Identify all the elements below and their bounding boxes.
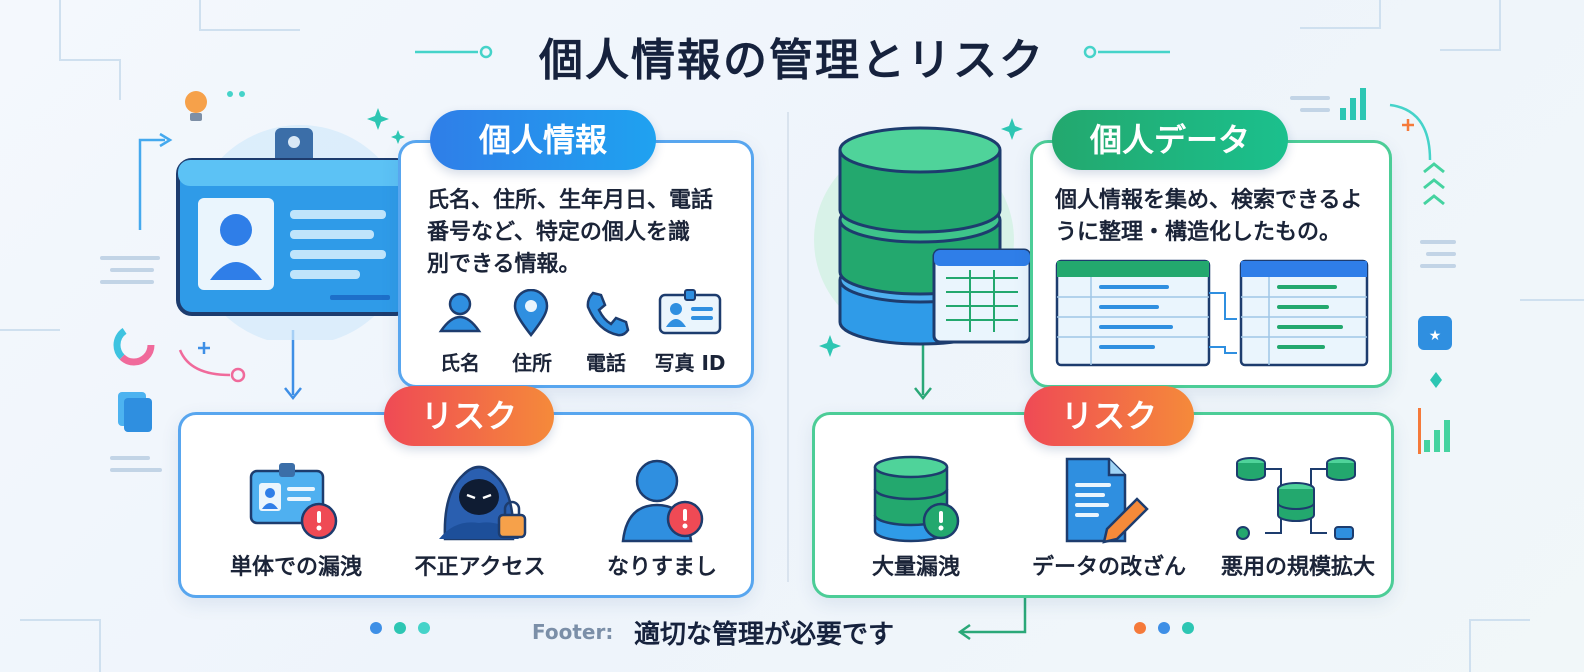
database-icon <box>814 126 1032 346</box>
right-risk-pill: リスク <box>1024 386 1194 446</box>
hacker-lock-icon <box>439 465 527 541</box>
risk-label-abuse-scale: 悪用の規模拡大 <box>1220 555 1375 580</box>
risk-label-single-leak: 単体での漏洩 <box>229 555 362 580</box>
personal-info-description: 氏名、住所、生年月日、電話 番号など、特定の個人を識 別できる情報。 <box>427 185 747 281</box>
personal-info-pill: 個人情報 <box>430 110 656 170</box>
personal-data-pill: 個人データ <box>1052 110 1288 170</box>
risk-label-mass-leak: 大量漏洩 <box>871 555 960 580</box>
personal-data-description: 個人情報を集め、検索できるよ うに整理・構造化したもの。 <box>1055 185 1389 249</box>
bar-chart-icon <box>1340 88 1366 120</box>
personal-data-risk-card: 大量漏洩 データの改ざん 悪用の規模拡大 <box>812 412 1394 598</box>
svg-text:★: ★ <box>1429 328 1442 344</box>
page-title: 個人情報の管理とリスク <box>539 35 1045 86</box>
footer-label: Footer: <box>532 620 614 644</box>
structured-tables-icon <box>1055 259 1369 367</box>
id-card-warning-icon <box>249 463 338 540</box>
database-network-icon <box>1236 457 1356 540</box>
section-divider <box>787 112 789 582</box>
database-warning-icon <box>873 455 960 543</box>
example-label-name: 氏名 <box>440 351 480 375</box>
risk-label-data-tampering: データの改ざん <box>1031 555 1186 580</box>
example-label-address: 住所 <box>512 351 552 375</box>
description-line: うに整理・構造化したもの。 <box>1055 220 1342 245</box>
personal-data-card: 個人情報を集め、検索できるよ うに整理・構造化したもの。 <box>1030 140 1392 388</box>
description-line: 個人情報を集め、検索できるよ <box>1055 188 1363 213</box>
impersonation-icon <box>621 459 704 543</box>
personal-info-card: 氏名、住所、生年月日、電話 番号など、特定の個人を識 別できる情報。 氏名 住所… <box>398 140 754 388</box>
id-photo-icon <box>658 289 722 335</box>
person-icon <box>438 292 482 333</box>
footer-text: 適切な管理が必要です <box>634 620 895 650</box>
location-pin-icon <box>513 289 549 337</box>
example-label-photo-id: 写真 ID <box>654 351 726 375</box>
example-label-phone: 電話 <box>586 351 626 375</box>
document-edit-icon <box>1065 457 1149 544</box>
id-card-icon <box>176 125 412 340</box>
description-line: 別できる情報。 <box>427 252 581 277</box>
description-line: 番号など、特定の個人を識 <box>427 220 690 245</box>
description-line: 氏名、住所、生年月日、電話 <box>427 188 714 213</box>
phone-icon <box>586 291 630 337</box>
risk-label-impersonation: なりすまし <box>606 555 717 580</box>
risk-label-unauthorized-access: 不正アクセス <box>414 555 546 580</box>
left-risk-pill: リスク <box>384 386 554 446</box>
lightbulb-icon <box>185 91 207 121</box>
